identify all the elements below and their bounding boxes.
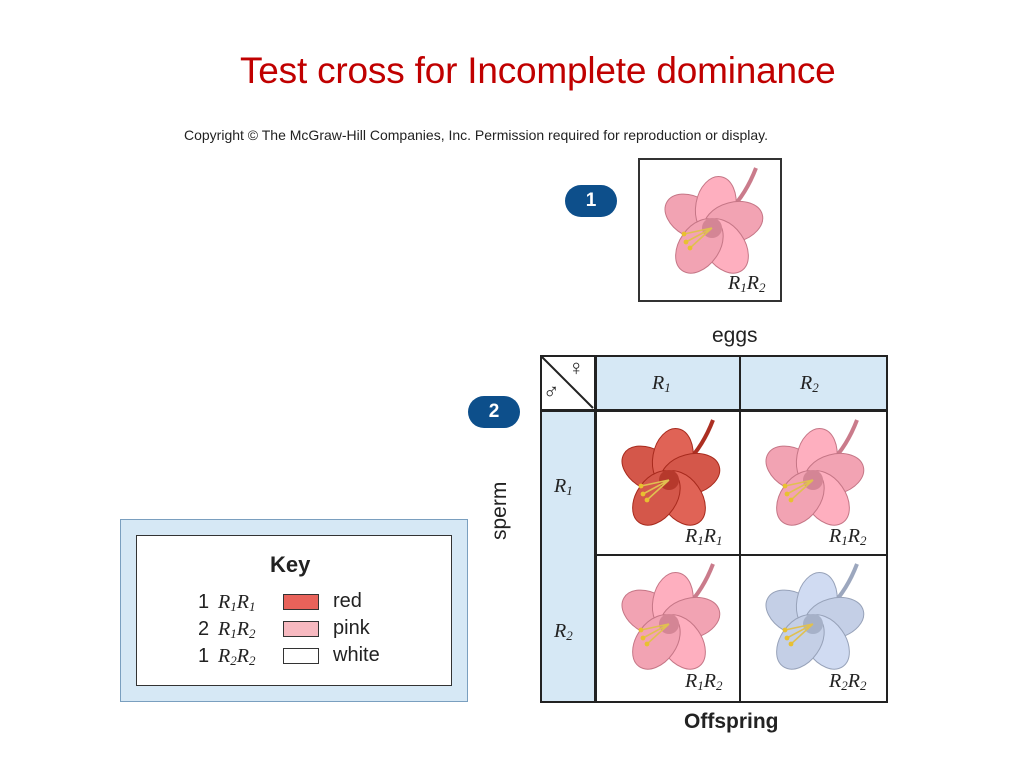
step-badge-2: 2 bbox=[468, 396, 520, 428]
parent-flower-image bbox=[664, 167, 764, 274]
offspring-cell: R1R2 bbox=[741, 412, 886, 554]
offspring-label: Offspring bbox=[684, 710, 779, 733]
offspring-genotype: R1R2 bbox=[685, 670, 723, 693]
key-swatch-red bbox=[283, 594, 319, 610]
sperm-header-column bbox=[540, 355, 595, 703]
parent-flower-box: R1R2 bbox=[638, 158, 782, 302]
offspring-cell: R1R1 bbox=[597, 412, 739, 554]
offspring-cell: R2R2 bbox=[741, 556, 886, 701]
step-badge-1: 1 bbox=[565, 185, 617, 217]
sperm-allele-1: R1 bbox=[554, 475, 573, 498]
key-genotype: R1R1 bbox=[218, 591, 256, 614]
key-label: white bbox=[333, 644, 380, 666]
eggs-label: eggs bbox=[712, 324, 758, 347]
slide-title: Test cross for Incomplete dominance bbox=[240, 50, 836, 91]
key-swatch-white bbox=[283, 648, 319, 664]
key-label: pink bbox=[333, 617, 370, 639]
key-inner-box bbox=[136, 535, 452, 686]
offspring-genotype: R1R1 bbox=[685, 525, 723, 548]
sperm-allele-2: R2 bbox=[554, 620, 573, 643]
sperm-label: sperm bbox=[488, 481, 511, 540]
key-title: Key bbox=[270, 552, 311, 577]
copyright-notice: Copyright © The McGraw-Hill Companies, I… bbox=[184, 127, 769, 143]
offspring-flower-image bbox=[621, 563, 721, 670]
key-count: 1 bbox=[198, 591, 210, 613]
egg-allele-2: R2 bbox=[800, 372, 819, 395]
key-count: 1 bbox=[198, 645, 210, 667]
key-genotype: R2R2 bbox=[218, 645, 256, 668]
punnett-square: ♀ ♂ R1 R2 R1 R2 R1R1 R1R2 R1R2 R2R2 bbox=[540, 355, 888, 703]
offspring-cell: R1R2 bbox=[597, 556, 739, 701]
key-swatch-pink bbox=[283, 621, 319, 637]
offspring-genotype: R1R2 bbox=[829, 525, 867, 548]
offspring-genotype: R2R2 bbox=[829, 670, 867, 693]
female-symbol: ♀ bbox=[568, 355, 585, 380]
key-label: red bbox=[333, 590, 362, 612]
egg-allele-1: R1 bbox=[652, 372, 671, 395]
male-symbol: ♂ bbox=[543, 379, 560, 404]
offspring-flower-image bbox=[765, 419, 865, 526]
offspring-flower-image bbox=[765, 563, 865, 670]
parent-genotype: R1R2 bbox=[728, 272, 766, 295]
offspring-flower-image bbox=[621, 419, 721, 526]
key-genotype: R1R2 bbox=[218, 618, 256, 641]
corner-cell: ♀ ♂ bbox=[540, 355, 595, 410]
key-count: 2 bbox=[198, 618, 210, 640]
egg-header-row bbox=[540, 355, 888, 410]
